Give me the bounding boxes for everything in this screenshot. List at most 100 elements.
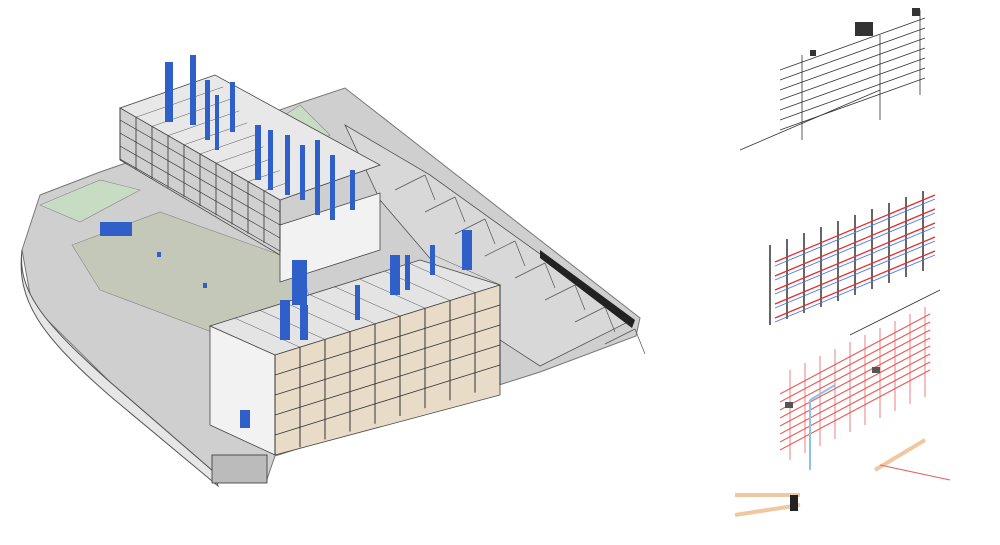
hatch-line [574, 284, 586, 311]
hatch-line [544, 262, 556, 289]
equipment [872, 367, 880, 373]
sprinkler-main [879, 464, 951, 481]
sprinkler-main [779, 345, 931, 427]
duct-shaft [300, 305, 308, 340]
floor-line [119, 145, 281, 239]
duct-shaft [205, 80, 210, 140]
hatch-line [394, 174, 426, 191]
duct-shaft [330, 155, 335, 220]
hatch-line [424, 174, 436, 201]
pipe-branch [779, 67, 926, 121]
floor-line [119, 132, 281, 226]
equipment [912, 8, 920, 16]
roof-line [279, 194, 296, 201]
equipment [785, 402, 793, 408]
hatch-line [514, 240, 526, 267]
pipe-branch [779, 37, 926, 91]
top-line [309, 294, 376, 325]
hatch-line [544, 284, 576, 301]
duct [873, 438, 927, 472]
sprinkler-main [779, 353, 931, 435]
hatch-line [634, 328, 646, 355]
sprinkler-main [779, 321, 931, 403]
duct-shaft [215, 95, 219, 150]
green-roof-left [39, 179, 141, 223]
plumbing-system-gray [739, 8, 926, 151]
floor-line [274, 304, 501, 376]
duct-shaft [190, 55, 196, 125]
floor-line [119, 119, 281, 213]
duct-shaft [280, 300, 290, 340]
sprinkler-main [779, 361, 931, 443]
hatch-line [604, 328, 636, 345]
courtyard-equipment [100, 222, 132, 236]
hatch-line [574, 306, 606, 323]
return-pipe [774, 212, 936, 281]
fire-sprinkler-red [734, 307, 951, 517]
main-pipe [739, 89, 881, 151]
roof-line [263, 182, 288, 192]
return-pipe [774, 240, 936, 309]
equipment [810, 50, 816, 56]
top-line [334, 286, 401, 317]
duct-shaft [240, 410, 250, 428]
duct-shaft [230, 82, 235, 132]
duct-shaft [315, 140, 320, 215]
hatch-line [484, 218, 496, 245]
pipe-branch [779, 47, 926, 101]
duct-shaft [203, 283, 207, 288]
return-pipe [774, 198, 936, 267]
supply-pipe [774, 250, 936, 319]
hvac-piping-red-blue [769, 191, 941, 336]
supply-pipe [774, 194, 936, 263]
hatch-line [454, 218, 486, 235]
supply-pipe [774, 222, 936, 291]
pipe-branch [779, 57, 926, 111]
duct [809, 384, 836, 401]
floor-line [274, 324, 501, 396]
ramp-hatch-lines [394, 174, 646, 355]
floor-line [274, 364, 501, 436]
duct-shaft [292, 260, 307, 305]
duct-shaft [300, 145, 305, 200]
hatch-line [454, 196, 466, 223]
duct-shaft [355, 285, 360, 320]
roof-line [167, 110, 240, 136]
building-isometric-model [20, 55, 646, 488]
top-line [284, 302, 351, 332]
duct-shaft [255, 125, 261, 180]
pipe-branch [779, 17, 926, 71]
top-line [234, 317, 301, 348]
duct-shaft [268, 130, 273, 190]
sprinkler-main [779, 329, 931, 411]
floor-line [274, 344, 501, 416]
top-line [259, 310, 326, 340]
hatch-line [484, 240, 516, 257]
vertical-duct-shafts [157, 55, 472, 428]
main-pipe [849, 289, 941, 336]
equipment [790, 495, 798, 511]
roof-line [231, 158, 272, 173]
return-pipe [774, 254, 936, 323]
top-line [209, 325, 276, 356]
floor-line [119, 158, 281, 252]
duct [734, 503, 801, 517]
pipe-branch [779, 27, 926, 81]
duct-shaft [285, 135, 290, 195]
duct-shaft [462, 230, 472, 270]
retaining-wall [540, 250, 635, 328]
hatch-line [604, 306, 616, 333]
rear-block-grid [119, 74, 296, 252]
duct-shaft [430, 245, 435, 275]
supply-pipe [774, 236, 936, 305]
stair-box [211, 454, 268, 484]
hatch-line [514, 262, 546, 279]
sprinkler-main [779, 337, 931, 419]
duct-shaft [165, 62, 173, 122]
supply-pipe [774, 208, 936, 277]
top-line [409, 263, 476, 293]
duct-shaft [405, 255, 410, 290]
pipe-branch [779, 77, 926, 131]
roof-line [199, 134, 256, 155]
